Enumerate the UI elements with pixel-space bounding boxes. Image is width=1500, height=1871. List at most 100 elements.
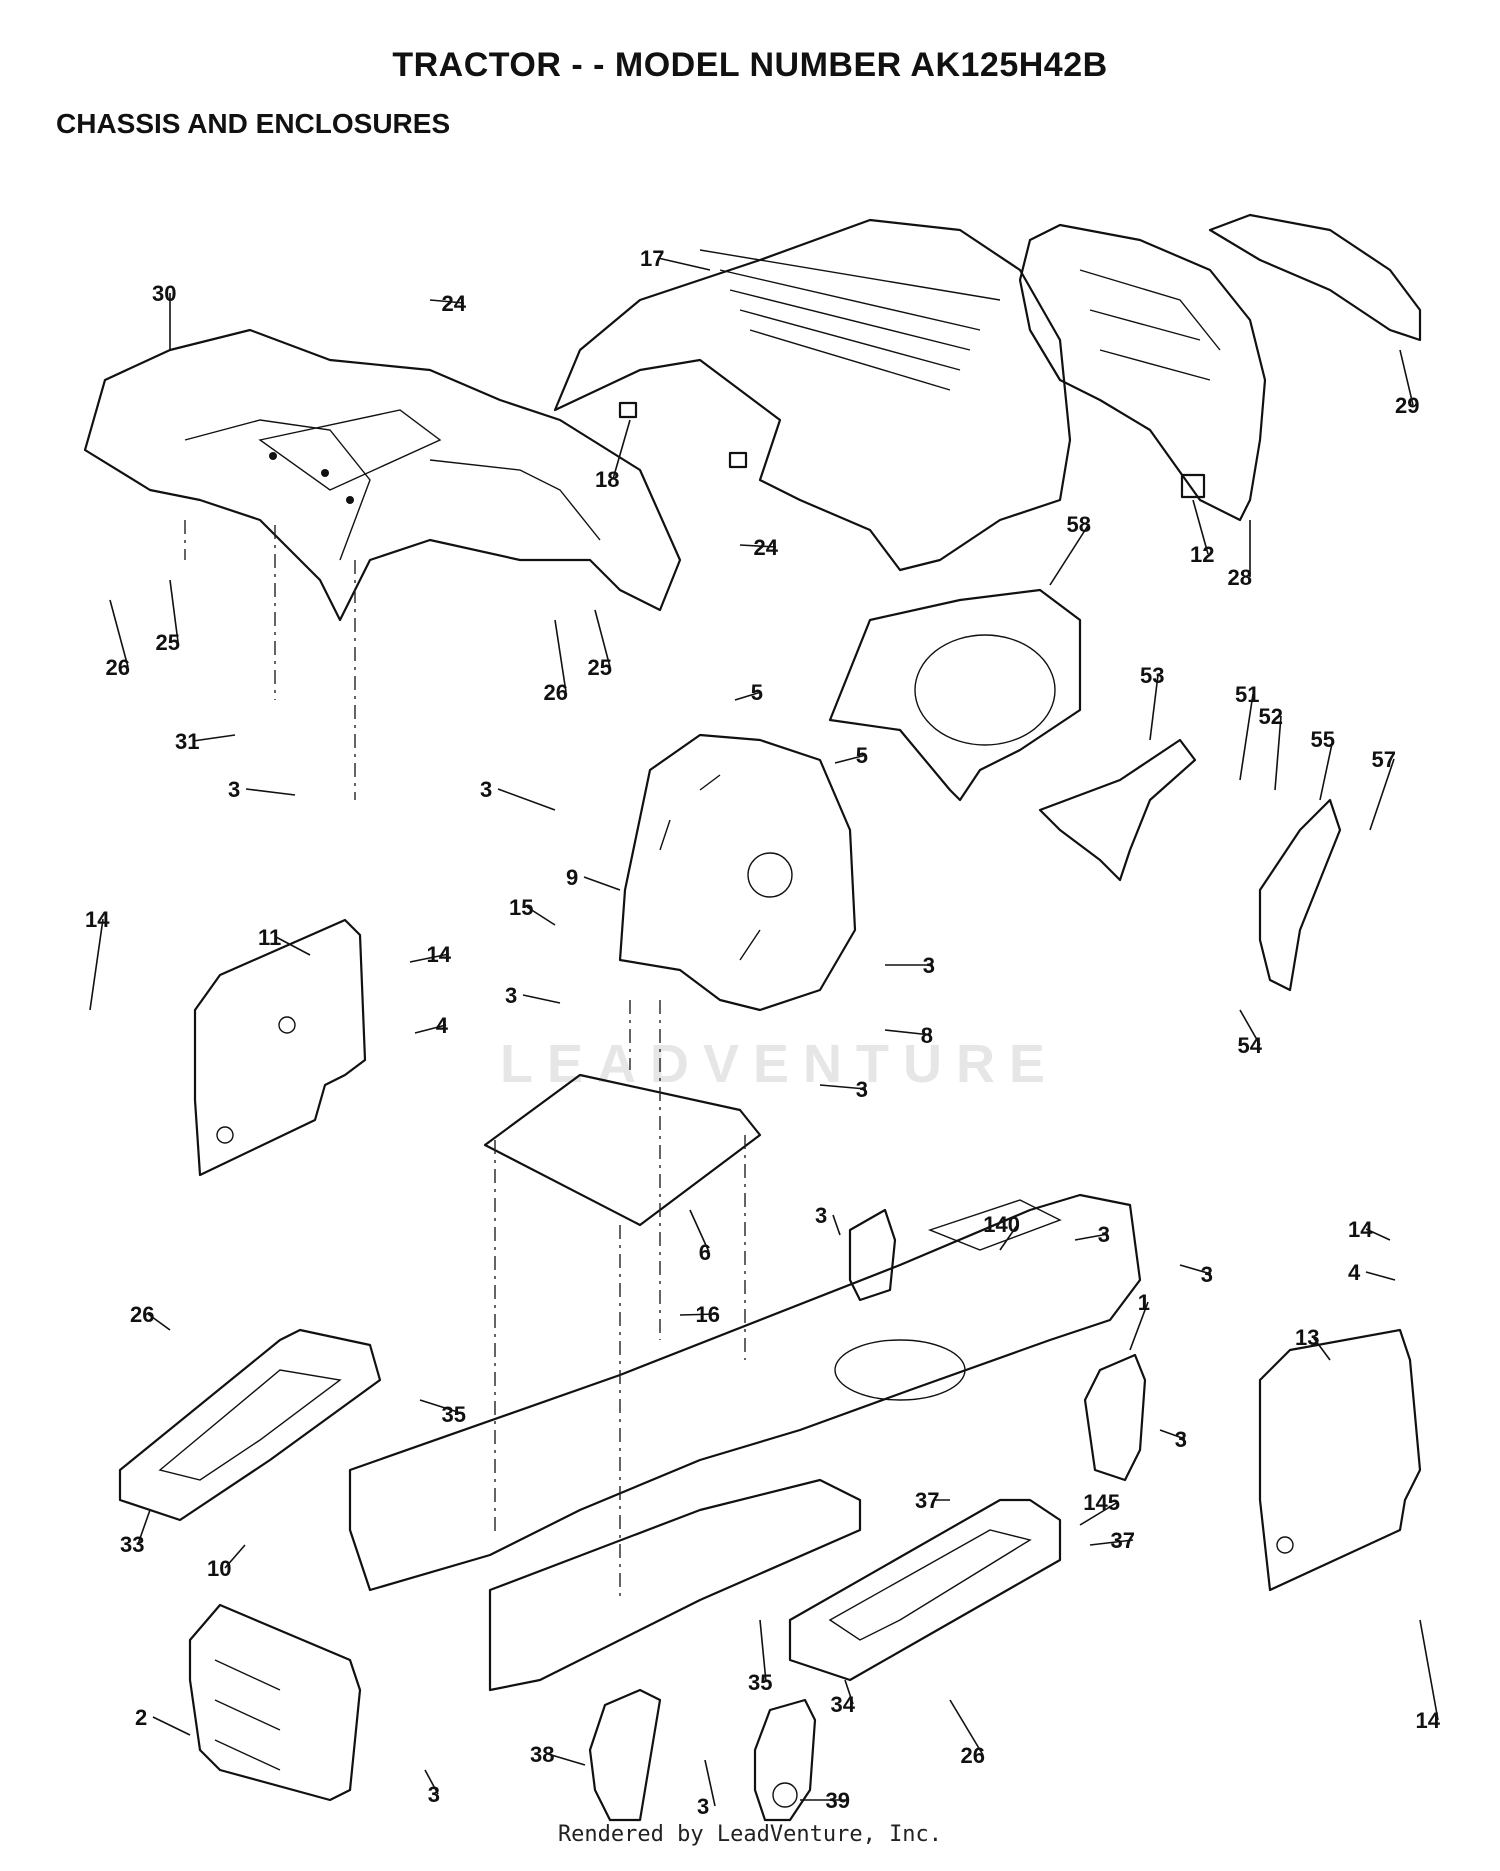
callout-30[interactable]: 30 — [152, 281, 176, 306]
callout-29[interactable]: 29 — [1395, 393, 1419, 418]
part-front-bracket[interactable] — [848, 1208, 897, 1302]
callout-24[interactable]: 24 — [442, 291, 467, 316]
callout-24[interactable]: 24 — [754, 535, 779, 560]
part-frame[interactable] — [348, 1193, 1142, 1692]
callout-18[interactable]: 18 — [595, 467, 619, 492]
part-dash-panel[interactable] — [828, 588, 1082, 802]
part-floor-plate[interactable] — [483, 1073, 762, 1227]
callout-9[interactable]: 9 — [566, 865, 578, 890]
callout-35[interactable]: 35 — [442, 1402, 466, 1427]
callout-3[interactable]: 3 — [697, 1794, 709, 1819]
callout-3[interactable]: 3 — [228, 777, 240, 802]
callout-5[interactable]: 5 — [751, 680, 763, 705]
callout-39[interactable]: 39 — [826, 1788, 850, 1813]
callout-15[interactable]: 15 — [509, 895, 533, 920]
leader-line-3 — [1159, 1429, 1186, 1440]
leader-line-12 — [1192, 499, 1209, 555]
callout-25[interactable]: 25 — [156, 630, 180, 655]
callout-3[interactable]: 3 — [815, 1203, 827, 1228]
leader-line-3 — [245, 788, 296, 796]
callout-13[interactable]: 13 — [1295, 1325, 1319, 1350]
callout-16[interactable]: 16 — [696, 1302, 720, 1327]
callout-3[interactable]: 3 — [923, 953, 935, 978]
part-fender[interactable] — [83, 328, 682, 622]
callout-140[interactable]: 140 — [983, 1212, 1020, 1237]
callout-4[interactable]: 4 — [436, 1013, 449, 1038]
callout-3[interactable]: 3 — [505, 983, 517, 1008]
leader-line-24 — [429, 299, 465, 304]
callout-3[interactable]: 3 — [1175, 1427, 1187, 1452]
part-hood-bumper-left[interactable] — [618, 401, 638, 419]
part-axle-bracket[interactable] — [1083, 1353, 1147, 1482]
callout-5[interactable]: 5 — [856, 743, 868, 768]
callout-3[interactable]: 3 — [1201, 1262, 1213, 1287]
callout-57[interactable]: 57 — [1372, 747, 1396, 772]
part-side-panel-left[interactable] — [193, 918, 367, 1177]
callout-2[interactable]: 2 — [135, 1705, 147, 1730]
callout-17[interactable]: 17 — [640, 246, 664, 271]
callout-35[interactable]: 35 — [748, 1670, 772, 1695]
callout-3[interactable]: 3 — [480, 777, 492, 802]
callout-14[interactable]: 14 — [1416, 1708, 1441, 1733]
callout-26[interactable]: 26 — [106, 655, 130, 680]
callout-34[interactable]: 34 — [831, 1692, 856, 1717]
callout-31[interactable]: 31 — [175, 729, 199, 754]
part-bracket-53[interactable] — [1038, 738, 1197, 882]
callout-3[interactable]: 3 — [1098, 1222, 1110, 1247]
callout-8[interactable]: 8 — [921, 1023, 933, 1048]
leader-line-4 — [414, 1024, 447, 1034]
leader-line-37 — [1089, 1539, 1134, 1546]
callout-26[interactable]: 26 — [961, 1743, 985, 1768]
callout-52[interactable]: 52 — [1259, 704, 1283, 729]
callout-3[interactable]: 3 — [428, 1782, 440, 1807]
callout-54[interactable]: 54 — [1238, 1033, 1263, 1058]
callout-145[interactable]: 145 — [1083, 1490, 1120, 1515]
callout-11[interactable]: 11 — [258, 925, 281, 950]
callout-14[interactable]: 14 — [427, 942, 452, 967]
leader-line-55 — [1319, 738, 1334, 801]
part-bracket-38[interactable] — [588, 1688, 662, 1822]
callout-10[interactable]: 10 — [207, 1556, 231, 1581]
callout-6[interactable]: 6 — [699, 1240, 711, 1265]
part-footrest-right[interactable] — [788, 1498, 1062, 1682]
callout-26[interactable]: 26 — [130, 1302, 154, 1327]
leader-line-35 — [419, 1399, 465, 1415]
callout-37[interactable]: 37 — [1111, 1528, 1135, 1553]
leader-line-14 — [89, 918, 104, 1011]
callout-14[interactable]: 14 — [1348, 1217, 1373, 1242]
callout-3[interactable]: 3 — [856, 1077, 868, 1102]
part-grille[interactable] — [1208, 213, 1422, 342]
leader-line-6 — [689, 1209, 710, 1253]
leader-line-2 — [152, 1716, 191, 1736]
callout-33[interactable]: 33 — [120, 1532, 144, 1557]
part-bracket-55[interactable] — [1258, 798, 1342, 992]
leader-line-14 — [1365, 1228, 1391, 1241]
callout-55[interactable]: 55 — [1311, 727, 1335, 752]
part-bracket-39[interactable] — [753, 1698, 817, 1822]
part-side-panel-right[interactable] — [1258, 1328, 1422, 1592]
callout-51[interactable]: 51 — [1235, 682, 1259, 707]
part-bracket-2[interactable] — [188, 1603, 362, 1802]
callout-38[interactable]: 38 — [530, 1742, 554, 1767]
leader-line-5 — [834, 754, 867, 764]
part-hood[interactable] — [553, 218, 1072, 572]
part-steering-support[interactable] — [618, 733, 857, 1012]
callout-25[interactable]: 25 — [588, 655, 612, 680]
callout-37[interactable]: 37 — [915, 1488, 939, 1513]
callout-14[interactable]: 14 — [85, 907, 110, 932]
leader-line-1 — [1129, 1301, 1149, 1351]
part-clip-12[interactable] — [1180, 473, 1206, 499]
callout-4[interactable]: 4 — [1348, 1260, 1361, 1285]
callout-28[interactable]: 28 — [1228, 565, 1252, 590]
part-grille-housing[interactable] — [1018, 223, 1267, 522]
callout-58[interactable]: 58 — [1067, 512, 1091, 537]
callout-53[interactable]: 53 — [1140, 663, 1164, 688]
callout-12[interactable]: 12 — [1190, 542, 1214, 567]
callout-1[interactable]: 1 — [1138, 1290, 1150, 1315]
part-footrest-left[interactable] — [118, 1328, 382, 1522]
part-hood-bumper-right[interactable] — [728, 451, 748, 469]
callout-26[interactable]: 26 — [544, 680, 568, 705]
leader-line-26 — [147, 1313, 171, 1331]
leader-line-3 — [424, 1769, 439, 1795]
